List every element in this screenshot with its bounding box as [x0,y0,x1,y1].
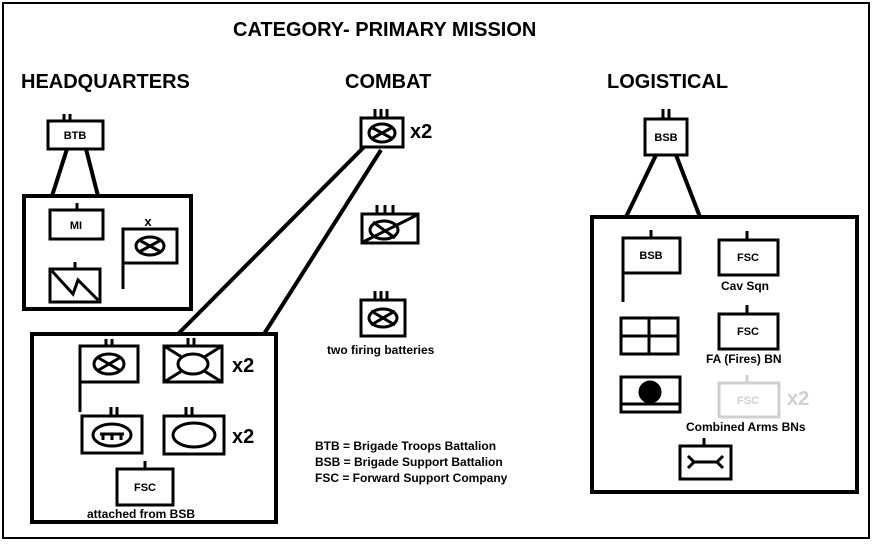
logistics-cab-multiplier: x2 [787,388,810,410]
combat-box-armor-symbol [162,407,226,456]
category-combat: COMBAT [345,71,432,93]
bsb-connector-left [624,154,658,218]
logistics-grid-symbol [619,316,680,356]
mi-unit-symbol [48,203,105,241]
legend-item-fsc: FSC = Forward Support Company [315,471,508,485]
fsc-combat-label: FSC [134,482,156,494]
mi-label: MI [70,220,82,232]
fsc-fa-bn-symbol [717,305,780,351]
hq-company-echelon-mark: x [144,214,152,229]
combat-box-row1-multiplier: x2 [232,355,255,377]
category-headquarters: HEADQUARTERS [21,71,190,93]
bsb-unit-symbol [643,109,689,157]
caption-cav-sqn: Cav Sqn [721,279,770,293]
combat-box-fsc-symbol [115,461,175,507]
bsb-child-label: BSB [639,250,662,262]
combat-connector-right [262,148,383,336]
logistics-container [590,215,859,494]
caption-attached-from-bsb: attached from BSB [87,507,196,521]
caption-fa-fires-bn: FA (Fires) BN [706,352,782,366]
hq-container [22,194,193,311]
btb-label: BTB [64,130,87,142]
legend-item-bsb: BSB = Brigade Support Battalion [315,455,503,469]
bsb-connector-right [674,154,702,218]
btb-unit-symbol [46,114,105,151]
combat-container [30,332,278,524]
bsb-label: BSB [654,132,677,144]
logistics-dot-symbol [619,375,682,414]
combat-box-infantry-flag-symbol [78,339,140,412]
combat-box-armor-flag-symbol [80,407,144,455]
combat-box-armor-infantry-symbol [162,338,224,384]
caption-combined-arms-bns: Combined Arms BNs [686,420,806,434]
category-logistical: LOGISTICAL [607,71,729,93]
combat-top-multiplier: x2 [410,121,433,143]
fsc-cav-sqn-symbol [717,231,780,277]
diagram-title: CATEGORY- PRIMARY MISSION [233,19,537,41]
signal-unit-symbol [48,262,102,304]
legend-item-btb: BTB = Brigade Troops Battalion [315,439,497,453]
fsc-combined-arms-symbol [717,375,781,419]
combat-connector-left [176,145,366,336]
fsc-cab-label: FSC [737,395,759,407]
fsc-fa-label: FSC [737,326,759,338]
hq-company-flag-symbol [121,227,179,289]
logistics-wrench-symbol [678,438,733,481]
btb-connector-left [50,148,69,197]
combat-cavalry-symbol [360,205,420,245]
combat-infantry-bn-symbol [359,109,405,149]
combat-fires-bn-symbol [359,291,407,338]
legend: BTB = Brigade Troops Battalion BSB = Bri… [315,438,507,486]
bsb-child-flag-symbol [621,230,682,302]
fsc-cav-label: FSC [737,252,759,264]
caption-two-firing-batteries: two firing batteries [327,343,435,357]
outer-frame [2,2,870,539]
btb-connector-right [84,148,100,197]
combat-box-row2-multiplier: x2 [232,426,255,448]
